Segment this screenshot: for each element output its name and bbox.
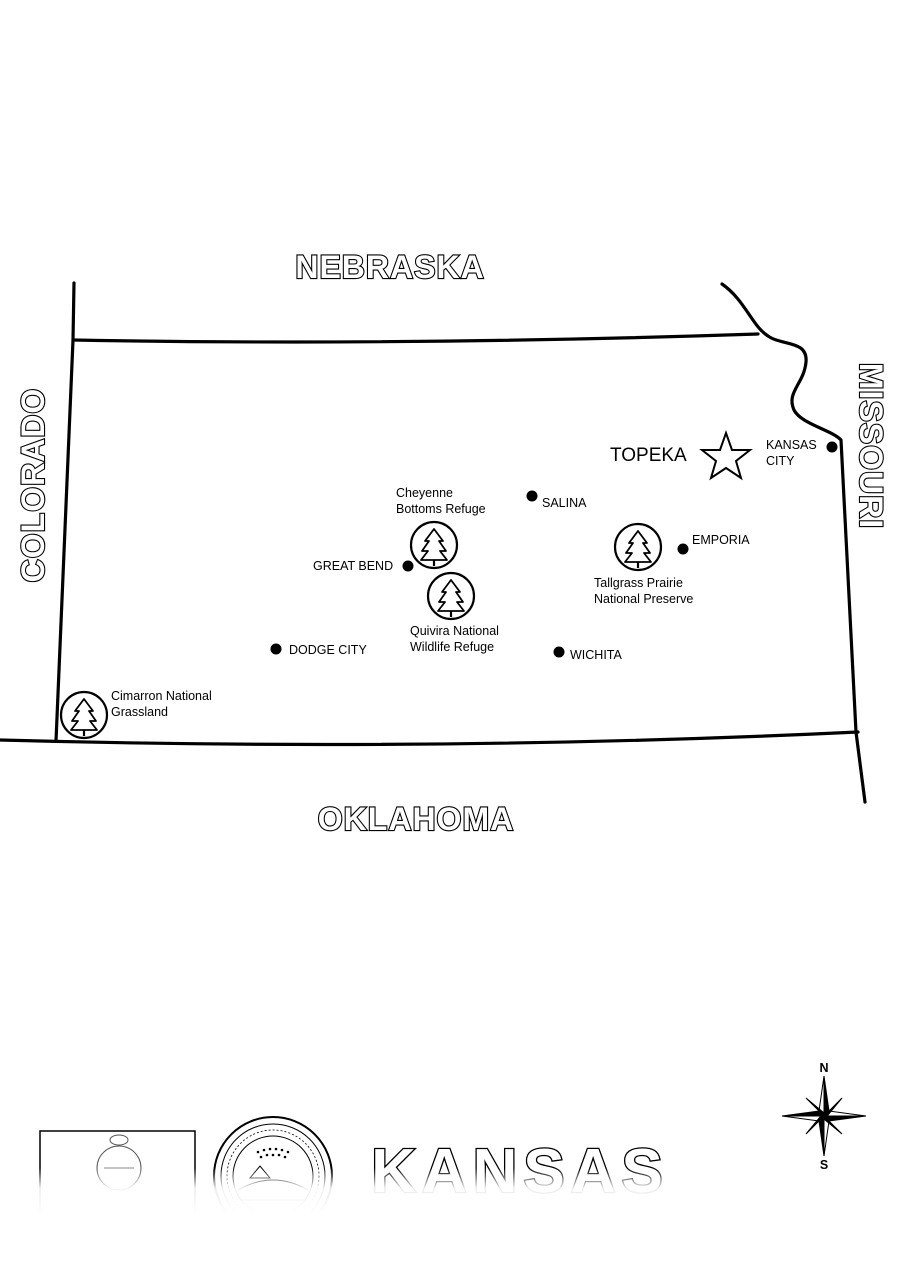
park-label-line1: Quivira National xyxy=(410,624,499,638)
star-icon xyxy=(699,429,753,481)
park-label-line2: National Preserve xyxy=(594,592,693,606)
city-dot xyxy=(553,646,565,658)
compass-rose-icon: N S xyxy=(781,1061,867,1172)
city-label: GREAT BEND xyxy=(313,559,393,573)
city-label: DODGE CITY xyxy=(289,643,367,657)
park-cheyenne-bottoms: Cheyenne Bottoms Refuge xyxy=(396,486,486,570)
city-dot xyxy=(526,490,538,502)
park-label-line2: Grassland xyxy=(111,705,168,719)
park-label-line1: Tallgrass Prairie xyxy=(594,576,683,590)
city-dodge-city: DODGE CITY xyxy=(270,643,367,657)
park-cimarron: Cimarron National Grassland xyxy=(59,689,212,740)
colorado-label: COLORADO xyxy=(15,388,51,583)
park-tallgrass-prairie: Tallgrass Prairie National Preserve xyxy=(594,522,693,606)
city-dot xyxy=(402,560,414,572)
park-label-line1: Cheyenne xyxy=(396,486,453,500)
topeka-label: TOPEKA xyxy=(610,445,687,466)
city-label-line2: CITY xyxy=(766,454,795,468)
city-emporia: EMPORIA xyxy=(677,533,750,555)
city-dot xyxy=(677,543,689,555)
city-wichita: WICHITA xyxy=(553,646,623,662)
city-salina: SALINA xyxy=(526,490,587,510)
city-label: SALINA xyxy=(542,496,587,510)
tree-icon xyxy=(409,520,459,570)
city-label: KANSAS xyxy=(766,438,817,452)
city-kansas-city: KANSAS CITY xyxy=(766,438,838,468)
tree-icon xyxy=(613,522,663,572)
city-dot xyxy=(826,441,838,453)
compass-north-label: N xyxy=(819,1061,828,1075)
park-label-line1: Cimarron National xyxy=(111,689,212,703)
compass-south-label: S xyxy=(820,1158,828,1172)
park-label-line2: Bottoms Refuge xyxy=(396,502,486,516)
state-borders xyxy=(0,281,867,804)
tree-icon xyxy=(426,571,476,621)
tree-icon xyxy=(59,690,109,740)
city-dot xyxy=(270,643,282,655)
nebraska-label: NEBRASKA xyxy=(295,249,484,285)
city-great-bend: GREAT BEND xyxy=(313,559,414,573)
park-quivira: Quivira National Wildlife Refuge xyxy=(410,571,499,654)
city-label: EMPORIA xyxy=(692,533,750,547)
park-label-line2: Wildlife Refuge xyxy=(410,640,494,654)
city-label: WICHITA xyxy=(570,648,623,662)
oklahoma-label: OKLAHOMA xyxy=(318,801,514,837)
missouri-label: MISSOURI xyxy=(853,363,889,529)
capital-topeka: TOPEKA xyxy=(610,429,753,481)
bottom-fade-overlay xyxy=(0,1168,907,1280)
